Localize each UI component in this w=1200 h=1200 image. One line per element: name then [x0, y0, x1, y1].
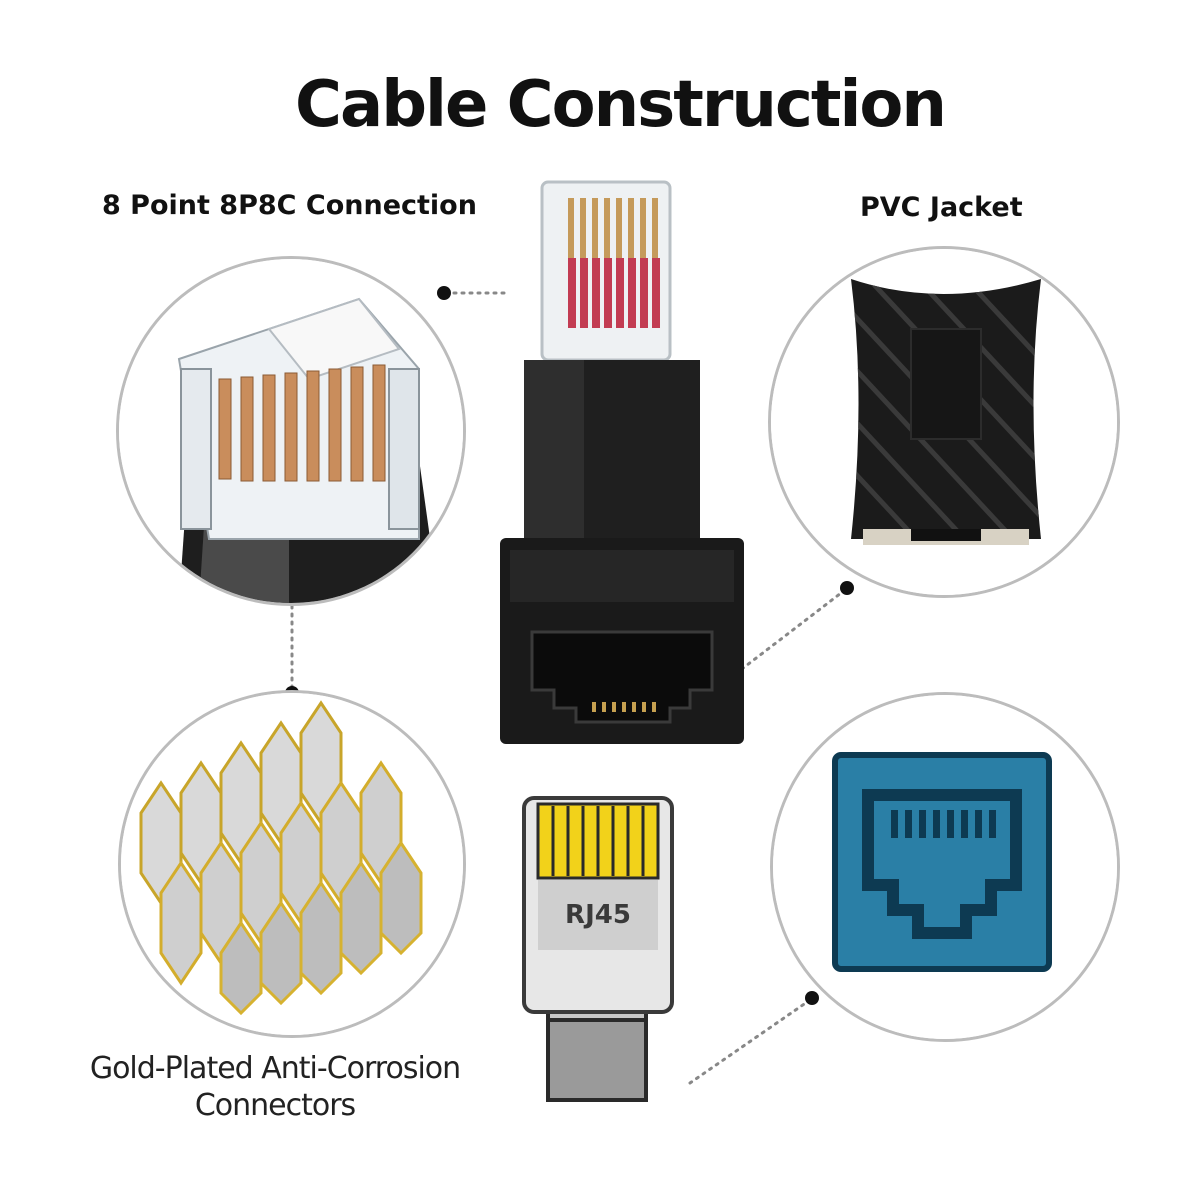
circle-8p8c-closeup [116, 256, 466, 606]
label-gold-plated-line1: Gold-Plated Anti-Corrosion [89, 1051, 461, 1086]
circle-pvc-jacket [768, 246, 1120, 598]
rj45-plug-icon: RJ45 [520, 796, 676, 1106]
gold-pins-icon [121, 693, 463, 1035]
label-pvc-jacket: PVC Jacket [860, 192, 1023, 223]
label-gold-plated: Gold-Plated Anti-Corrosion Connectors [60, 1050, 490, 1124]
connector-dot-top-left [437, 286, 451, 300]
pvc-jacket-texture-icon [771, 249, 1117, 595]
connector-dot-top-right [840, 581, 854, 595]
rj45-label: RJ45 [565, 900, 631, 930]
label-8p8c-connection: 8 Point 8P8C Connection [102, 190, 477, 221]
circle-ethernet-port [770, 692, 1120, 1042]
ethernet-port-icon [773, 695, 1117, 1039]
connector-line-top-right [736, 588, 847, 674]
right-angle-adapter-icon [500, 180, 744, 744]
label-gold-plated-line2: Connectors [194, 1088, 356, 1123]
connector-line-bottom-right [688, 998, 812, 1085]
rj45-plug-drawing [522, 796, 674, 1102]
rj45-plug-closeup-icon [119, 259, 463, 603]
circle-gold-pins [118, 690, 466, 1038]
right-angle-adapter [480, 170, 760, 750]
connector-dot-bottom-right [805, 991, 819, 1005]
page-title: Cable Construction [295, 68, 947, 142]
